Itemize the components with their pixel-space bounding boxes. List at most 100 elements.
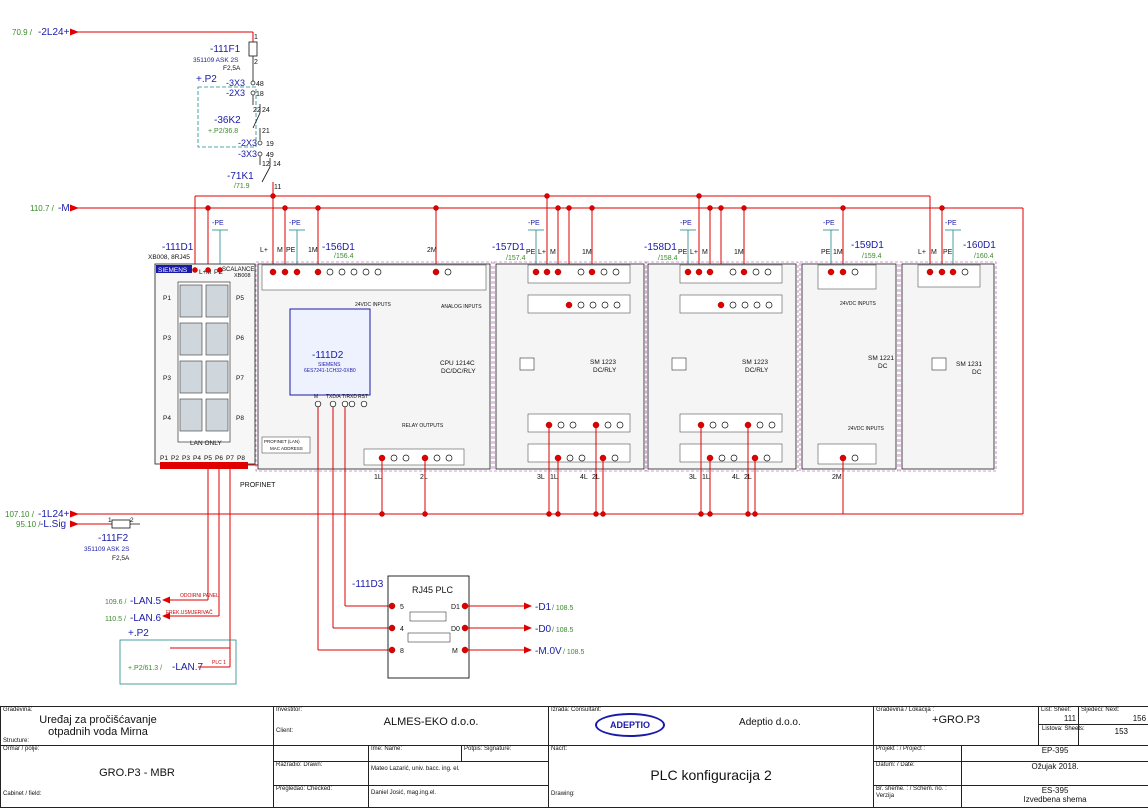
svg-text:P1: P1 (160, 455, 168, 462)
svg-text:SM 1223: SM 1223 (742, 359, 768, 366)
date-label-cell: Datum: / Date: (873, 761, 963, 786)
svg-text:351109 ASK 2S: 351109 ASK 2S (193, 57, 239, 64)
arrow-right-icon (524, 646, 532, 654)
out-m0v-label: -M.0V (535, 646, 562, 657)
svg-text:P3: P3 (163, 375, 171, 382)
svg-text:3L: 3L (689, 474, 697, 481)
svg-text:-2X3: -2X3 (226, 88, 245, 98)
svg-text:1L: 1L (374, 474, 382, 481)
blank-a (273, 745, 369, 762)
lan5-label: -LAN.5 (130, 596, 162, 607)
l24-bot-drops (379, 428, 844, 517)
svg-text:1M: 1M (582, 249, 592, 256)
svg-text:-PE: -PE (212, 220, 224, 227)
name-label-cell: Ime: Name: (368, 745, 462, 762)
svg-text:XB008, 8RJ45: XB008, 8RJ45 (148, 254, 190, 261)
svg-text:L+: L+ (199, 269, 207, 276)
svg-text:-3X3: -3X3 (226, 78, 245, 88)
drawn-by-cell: Mateo Lazarić, univ. bacc. ing. el. (367, 761, 550, 786)
fuse-111f1 (248, 41, 258, 57)
svg-text:D0: D0 (451, 626, 460, 633)
svg-text:M: M (702, 249, 708, 256)
wiring-diagram: 70.9 / -2L24+ 1 2 -111F1 351109 ASK 2S F… (5, 27, 1024, 685)
m-rail-label: -M (58, 203, 70, 214)
svg-text:1M: 1M (833, 249, 843, 256)
d159-tag: -159D1 (851, 240, 884, 251)
rj45-plc-box (387, 575, 470, 679)
svg-text:110.7 /: 110.7 / (30, 204, 55, 213)
cpu-relay-terminals (378, 454, 453, 462)
svg-text:110.5 /: 110.5 / (105, 616, 126, 623)
m-rail-junctions (205, 205, 945, 211)
svg-text:P4: P4 (163, 415, 171, 422)
project-value-cell: EP-395 (961, 745, 1148, 762)
svg-text:SIEMENS: SIEMENS (158, 267, 188, 274)
scheme-label-cell: Br. sheme. : / Schem. no. : Verzija (873, 785, 963, 808)
svg-text:DC/DC/RLY: DC/DC/RLY (441, 368, 476, 375)
svg-text:DC: DC (972, 369, 982, 376)
svg-text:/ 108.5: / 108.5 (552, 605, 574, 612)
out-d1-label: -D1 (535, 602, 552, 613)
svg-text:2: 2 (130, 517, 134, 524)
date-value-cell: Ožujak 2018. (961, 761, 1148, 786)
pe-symbols (212, 229, 961, 270)
svg-text:/160.4: /160.4 (974, 253, 994, 260)
cpu-top-terminals (269, 268, 452, 276)
lan7-label: -LAN.7 (172, 662, 204, 673)
svg-text:P4: P4 (193, 455, 201, 462)
svg-text:/71.9: /71.9 (234, 183, 250, 190)
svg-text:LAN ONLY: LAN ONLY (190, 440, 222, 447)
svg-text:4: 4 (400, 626, 404, 633)
arrow-left-icon (70, 204, 79, 212)
svg-text:FREK.USMJERIVAČ: FREK.USMJERIVAČ (166, 609, 213, 616)
l24-top-ref: 70.9 / (12, 28, 33, 37)
svg-text:49: 49 (266, 152, 274, 159)
svg-text:11: 11 (274, 184, 281, 191)
sm1231-160 (901, 263, 995, 470)
svg-text:1L: 1L (702, 474, 710, 481)
location-cell: Građevina / Lokacija : +GRO.P3 (873, 706, 1040, 746)
svg-text:1L: 1L (550, 474, 558, 481)
svg-text:M: M (550, 249, 556, 256)
svg-text:21: 21 (262, 128, 270, 135)
svg-text:ANALOG INPUTS: ANALOG INPUTS (441, 304, 482, 310)
svg-text:P8: P8 (236, 415, 244, 422)
svg-text:PROFINET (LAN): PROFINET (LAN) (264, 439, 300, 444)
svg-text:19: 19 (266, 141, 274, 148)
svg-text:109.6 /: 109.6 / (105, 599, 126, 606)
p2-top-label: +.P2 (196, 74, 217, 85)
svg-text:P6: P6 (236, 335, 244, 342)
svg-text:2: 2 (254, 59, 258, 66)
svg-text:P7: P7 (236, 375, 244, 382)
fuse-111f2 (111, 519, 131, 529)
project-label-cell: Projekt : / Project : (873, 745, 963, 762)
lsig-label: -L.Sig (40, 519, 66, 530)
svg-text:P5: P5 (204, 455, 212, 462)
d1-tag: -111D1 (162, 242, 194, 253)
adeptio-logo: ADEPTIO (595, 713, 666, 737)
arrow-left-icon (70, 520, 79, 528)
svg-text:RST: RST (358, 394, 368, 400)
svg-text:CPU 1214C: CPU 1214C (440, 360, 475, 367)
svg-text:14: 14 (273, 161, 281, 168)
svg-text:MAC ADDRESS: MAC ADDRESS (270, 446, 303, 451)
d2-tag: -111D2 (312, 350, 344, 361)
checked-label-cell: Pregledao: Checked: (273, 785, 369, 808)
svg-text:SIEMENS: SIEMENS (318, 362, 341, 368)
svg-text:48: 48 (256, 81, 264, 88)
svg-text:-PE: -PE (289, 220, 301, 227)
svg-text:P8: P8 (237, 455, 245, 462)
svg-text:/158.4: /158.4 (658, 255, 678, 262)
cb-terminals (314, 400, 368, 408)
svg-text:+.P2/36.8: +.P2/36.8 (208, 128, 238, 135)
svg-text:107.10 /: 107.10 / (5, 510, 35, 519)
svg-text:24VDC INPUTS: 24VDC INPUTS (840, 301, 877, 307)
svg-text:SM 1231: SM 1231 (956, 361, 982, 368)
d156-tag: -156D1 (322, 242, 355, 253)
consultant-cell: Izrada: Consultant: ADEPTIO Adeptio d.o.… (548, 706, 875, 746)
sm158-terminals (684, 268, 776, 462)
svg-text:24: 24 (262, 107, 270, 114)
svg-text:+.P2/61.3 /: +.P2/61.3 / (128, 665, 162, 672)
svg-text:/ 108.5: / 108.5 (552, 627, 574, 634)
